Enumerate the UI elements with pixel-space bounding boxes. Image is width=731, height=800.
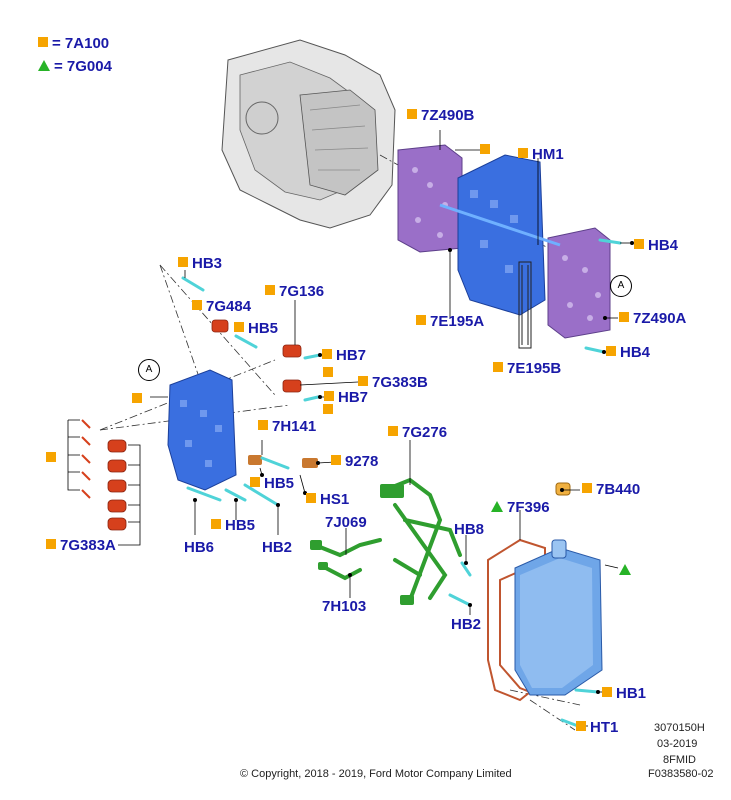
label-9278: 9278 <box>331 454 378 470</box>
legend-square-text: = 7A100 <box>52 35 110 52</box>
wiring-harness <box>313 477 462 602</box>
marker-solenoid-upper <box>323 367 333 377</box>
legend-triangle-row: = 7G004 <box>38 59 112 75</box>
label-7G136: 7G136 <box>265 284 324 300</box>
label-7G484: 7G484 <box>192 299 251 315</box>
label-HB3: HB3 <box>178 256 222 272</box>
label-7Z490A: 7Z490A <box>619 311 686 327</box>
label-HB4-lower: HB4 <box>606 345 650 361</box>
label-HB8: HB8 <box>454 521 485 538</box>
label-HB5-lower: HB5 <box>211 518 255 534</box>
label-HB7-upper: HB7 <box>322 348 366 364</box>
upper-valve-body <box>439 154 561 349</box>
figure-code: F0383580-02 <box>648 768 714 780</box>
label-HB2-left: HB2 <box>262 539 293 556</box>
label-HB4-top: HB4 <box>634 238 678 254</box>
pressure-sensors <box>248 455 318 468</box>
separator-plate-7Z490A <box>547 227 611 339</box>
label-HB2-right: HB2 <box>451 616 482 633</box>
solenoid-group <box>107 319 302 531</box>
label-7G383A: 7G383A <box>46 538 116 554</box>
label-7B440: 7B440 <box>582 482 640 498</box>
label-HB5-upper: HB5 <box>234 321 278 337</box>
label-7J069: 7J069 <box>325 514 367 531</box>
label-HM1: HM1 <box>518 147 564 163</box>
label-HB1: HB1 <box>602 686 646 702</box>
harness-connectors <box>310 484 414 605</box>
marker-valve-body-upper <box>480 144 490 154</box>
marker-oil-pan <box>619 564 631 575</box>
fasteners <box>181 238 622 728</box>
transmission-case <box>221 39 396 229</box>
label-HB6: HB6 <box>184 539 215 556</box>
pan-gasket <box>487 538 546 702</box>
label-7H103: 7H103 <box>322 598 367 615</box>
label-HB5-middle: HB5 <box>250 476 294 492</box>
marker-solenoid-lower <box>323 404 333 414</box>
solenoid-clips <box>81 419 91 499</box>
callout-a-right: A <box>610 275 632 297</box>
square-marker-icon <box>38 37 48 47</box>
illustration-date: 03-2019 <box>657 738 698 750</box>
lower-valve-body <box>167 369 237 491</box>
label-HS1: HS1 <box>306 492 349 508</box>
label-HT1: HT1 <box>576 720 618 736</box>
legend-triangle-text: = 7G004 <box>54 58 112 75</box>
label-HB7-lower: HB7 <box>324 390 368 406</box>
illustration-number: 3070150H <box>654 722 705 734</box>
marker-solenoid-clips <box>46 452 56 462</box>
triangle-marker-icon <box>38 60 50 71</box>
label-7G276: 7G276 <box>388 425 447 441</box>
label-7Z490B: 7Z490B <box>407 108 474 124</box>
label-7H141: 7H141 <box>258 419 316 435</box>
legend-square-row: = 7A100 <box>38 36 109 52</box>
label-7E195A: 7E195A <box>416 314 484 330</box>
separator-plate-7Z490B <box>397 144 463 253</box>
label-7F396: 7F396 <box>491 500 550 516</box>
marker-lower-valve-body <box>132 393 142 403</box>
label-7G383B: 7G383B <box>358 375 428 391</box>
label-7E195B: 7E195B <box>493 361 561 377</box>
model-code: 8FMID <box>663 754 696 766</box>
copyright-text: © Copyright, 2018 - 2019, Ford Motor Com… <box>240 768 512 780</box>
oil-pan <box>514 539 603 696</box>
callout-a-left: A <box>138 359 160 381</box>
